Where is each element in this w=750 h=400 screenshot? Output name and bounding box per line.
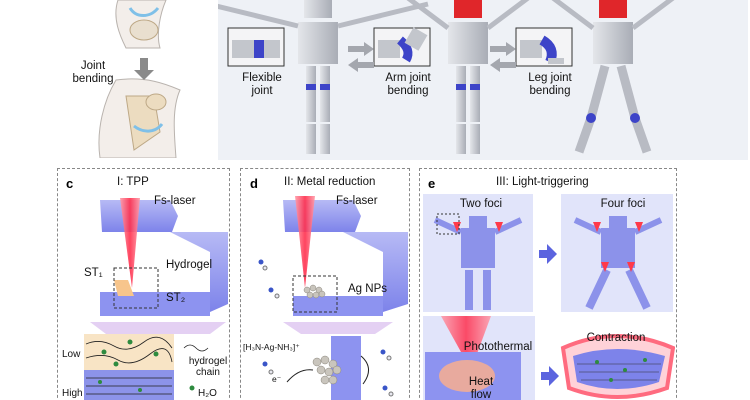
panel-c-illustration — [60, 192, 228, 400]
inset-flexible-joint — [227, 27, 285, 67]
panel-c-frame — [57, 168, 230, 400]
light-triggering-scene — [423, 194, 676, 400]
inset-arm-joint — [373, 27, 431, 67]
panel-e-illustration — [421, 192, 676, 400]
ag-nps-label: Ag NPs — [348, 283, 387, 295]
four-foci-label: Four foci — [600, 198, 646, 210]
st1-label: ST₁ — [84, 267, 103, 279]
arm-joint-bending-label: Arm joint bending — [385, 72, 431, 97]
photothermal-label: Photothermal — [463, 341, 533, 353]
panel-d-frame — [240, 168, 410, 400]
arrow-left-1 — [348, 58, 374, 72]
panel-c-title: I: TPP — [117, 176, 149, 188]
panel-e-title: III: Light-triggering — [496, 176, 589, 188]
tpp-fs-laser-label: Fs-laser — [154, 195, 196, 207]
tpp-hydrogel-label: Hydrogel — [166, 259, 213, 271]
hydrogel-chain-label: hydrogel chain — [188, 356, 228, 378]
robot-four-foci — [573, 216, 663, 310]
low-label: Low — [62, 349, 81, 360]
knee-illustration-panel — [56, 0, 196, 159]
panel-d-title: II: Metal reduction — [284, 176, 376, 188]
panel-d-illustration — [243, 192, 408, 400]
high-label: High — [62, 388, 83, 399]
robot-panel — [207, 0, 748, 160]
electron-label: e⁻ — [272, 374, 282, 384]
robot-leg-bending — [551, 0, 675, 154]
metal-fs-laser-label: Fs-laser — [336, 195, 378, 207]
h2o-label: H₂O — [198, 388, 217, 399]
panel-d-letter: d — [250, 176, 258, 191]
panel-c-letter: c — [66, 176, 74, 191]
joint-bending-label: Joint bending — [72, 60, 114, 85]
panel-e-letter: e — [428, 176, 436, 191]
arrow-right-2 — [490, 42, 516, 56]
robot-arm-bending — [406, 0, 530, 154]
metal-reduction-scene — [258, 196, 408, 400]
robot-scene — [207, 0, 675, 154]
contraction-label: Contraction — [586, 332, 646, 344]
st2-label: ST₂ — [166, 292, 186, 304]
leg-joint-bending-label: Leg joint bending — [528, 72, 572, 97]
arrow-right-1 — [348, 42, 374, 56]
silver-complex-label: [H₃N-Ag-NH₃]⁺ — [243, 342, 300, 352]
robot-two-foci — [433, 213, 523, 310]
tpp-scene — [84, 198, 228, 400]
arrow-two-to-four — [539, 244, 557, 264]
knee-illustration — [98, 0, 181, 159]
flexible-joint-label: Flexible joint — [242, 72, 282, 97]
arrow-left-2 — [490, 58, 516, 72]
two-foci-label: Two foci — [459, 198, 503, 210]
arrow-photothermal-to-contraction — [541, 366, 559, 386]
inset-leg-joint — [515, 27, 573, 67]
heat-flow-label: Heat flow — [468, 376, 494, 400]
panel-e-frame — [419, 168, 677, 400]
